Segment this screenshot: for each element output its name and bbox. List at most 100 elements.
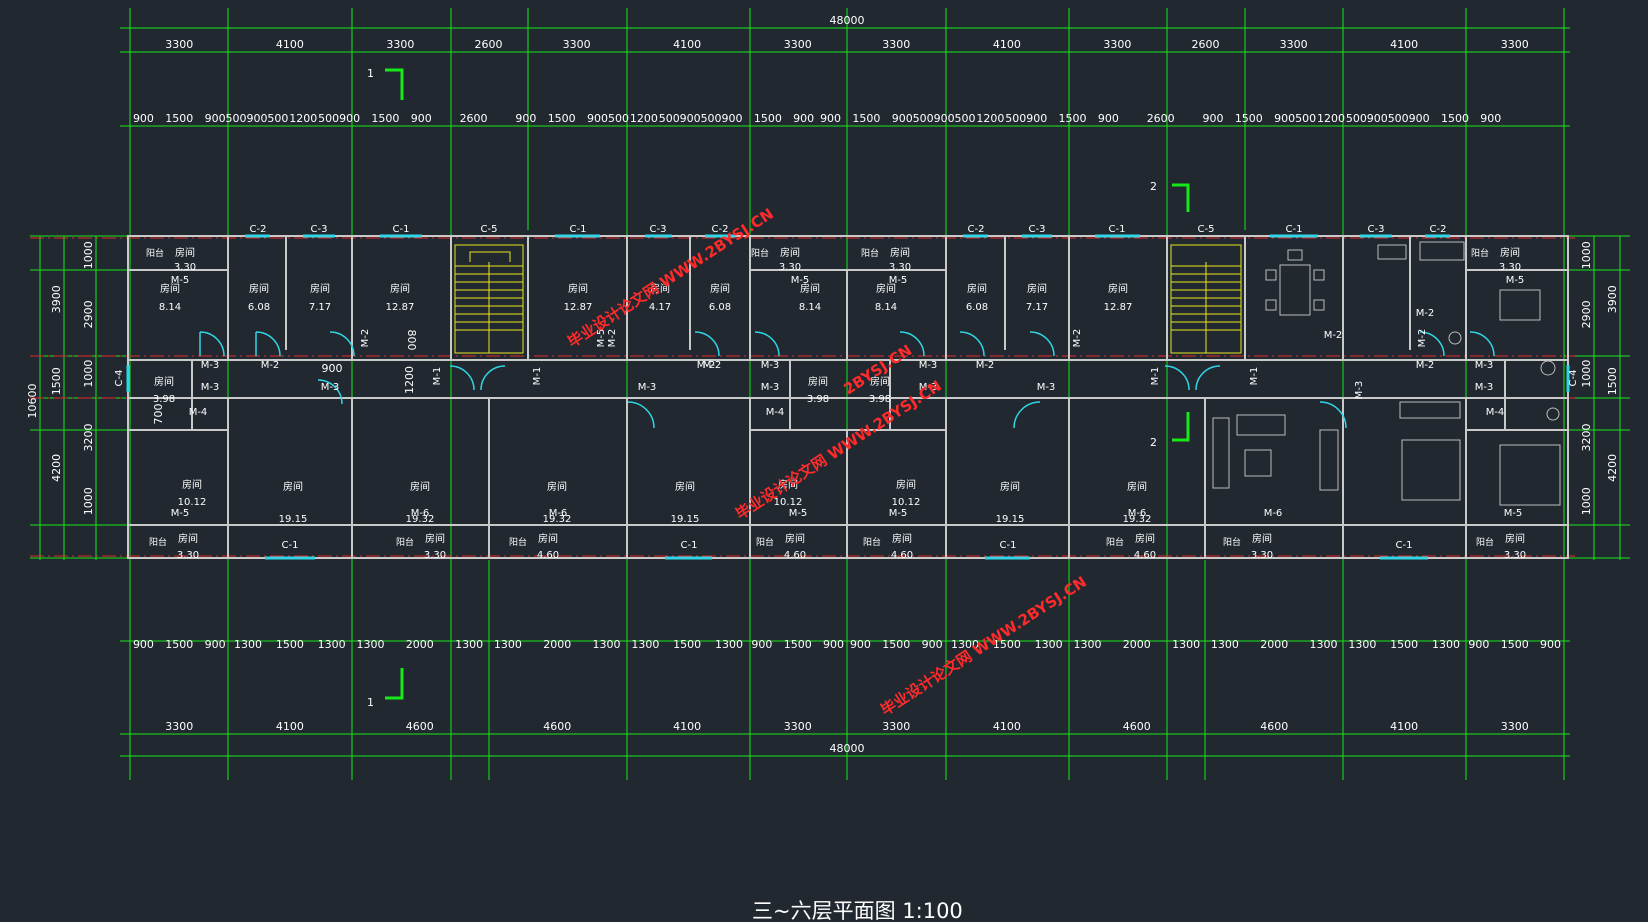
room-area: 6.08 [248,302,270,313]
drawing-caption: 三~六层平面图 1:100 [752,899,963,922]
door-label: M-6 [1264,508,1283,519]
bottom-detail-dim: 1300 [1073,638,1101,651]
door-label: M-3 [761,360,780,371]
room-name: 房间 [967,282,987,295]
top-detail-dim: 900 [515,112,536,125]
room-name: 房间 [175,246,195,259]
room-area: 3.30 [174,262,196,273]
room-name: 房间 [249,282,269,295]
top-detail-dim: 900 [1026,112,1047,125]
door-label: M-2 [607,329,618,348]
top-detail-dim: 500 [659,112,680,125]
top-detail-dim: 500 [267,112,288,125]
watermark-cn-2: 毕业设计论文网 [732,451,830,523]
watermark-en-3: WWW.2BYSJ.CN [970,573,1090,660]
left-detail-dim: 1000 [82,241,95,269]
room-name: 房间 [675,480,695,493]
door-swings [199,331,1495,429]
right-axis-dim: 4200 [1606,454,1619,482]
bottom-detail-dim: 1500 [882,638,910,651]
room-area: 19.32 [1123,514,1152,525]
top-detail-dim: 500 [701,112,722,125]
section-mark-label: 2 [1150,436,1157,449]
door-label: M-6 [1128,508,1147,519]
top-detail-dim: 900 [1409,112,1430,125]
room-area: 8.14 [159,302,181,313]
bottom-axis-dim: 3300 [784,720,812,733]
bottom-detail-dim: 1300 [455,638,483,651]
bottom-axis-dim: 4600 [543,720,571,733]
bottom-detail-dim: 1300 [1310,638,1338,651]
top-detail-dim: 900 [820,112,841,125]
room-area: 7.17 [1026,302,1048,313]
right-detail-dim: 3200 [1580,423,1593,451]
door-label: M-5 [1506,275,1525,286]
room-area: 19.32 [406,514,435,525]
window-label: C-1 [1000,540,1017,551]
top-axis-dim: 3300 [1501,38,1529,51]
bottom-detail-dim: 1500 [1390,638,1418,651]
watermark-en-2: WWW.2BYSJ.CN [825,377,945,464]
door-label: M-3 [321,382,340,393]
window-label: C-4 [1568,370,1579,387]
window-label: C-2 [712,224,729,235]
door-label: M-3 [1475,382,1494,393]
top-detail-dim: 900 [934,112,955,125]
door-label: M-6 [411,508,430,519]
right-axis-dim: 3900 [1606,285,1619,313]
bottom-detail-dim: 900 [922,638,943,651]
door-label: M-3 [761,382,780,393]
room-area: 7.17 [309,302,331,313]
right-detail-dim: 2900 [1580,300,1593,328]
room-area: 4.60 [784,550,806,561]
windows [126,234,1570,560]
balcony-name: 阳台 [146,247,164,259]
bottom-detail-dim: 1500 [1501,638,1529,651]
top-detail-dim: 1500 [1441,112,1469,125]
window-label: C-2 [250,224,267,235]
top-detail-dim: 500 [318,112,339,125]
left-detail-dim: 1000 [82,360,95,388]
watermark-domain-4: 2BYSJ.CN [840,341,915,398]
top-detail-dim: 900 [339,112,360,125]
door-label: M-2 [1072,329,1083,348]
room-name: 房间 [310,282,330,295]
room-name: 房间 [710,282,730,295]
door-label: M-1 [432,367,443,386]
room-name: 房间 [800,282,820,295]
bottom-detail-dim: 1300 [631,638,659,651]
balcony-name: 阳台 [149,536,167,548]
window-label: C-1 [282,540,299,551]
bottom-axis-dim: 4100 [673,720,701,733]
bottom-detail-dim: 1500 [276,638,304,651]
room-name: 房间 [1135,532,1155,545]
room-area: 8.14 [799,302,821,313]
top-detail-dim: 500 [955,112,976,125]
room-name: 房间 [650,282,670,295]
room-area: 3.30 [177,550,199,561]
bottom-axis-dim: 3300 [1501,720,1529,733]
bottom-axis-dim: 4600 [1123,720,1151,733]
top-detail-dim: 500 [1005,112,1026,125]
room-area: 3.30 [424,550,446,561]
top-detail-dim: 1500 [548,112,576,125]
door-label: M-2 [360,329,371,348]
window-label: C-1 [1109,224,1126,235]
bottom-total-dim: 48000 [830,742,865,755]
top-detail-dim: 1200 [976,112,1004,125]
room-name: 房间 [890,246,910,259]
room-name: 房间 [160,282,180,295]
top-detail-dim: 2600 [1147,112,1175,125]
staircase-left [454,244,524,354]
room-area: 3.30 [1251,550,1273,561]
room-area: 3.30 [889,262,911,273]
misc-dim: 800 [405,330,418,351]
top-axis-dim: 4100 [673,38,701,51]
top-axis-dim: 3300 [165,38,193,51]
balcony-name: 阳台 [751,247,769,259]
room-area: 3.98 [807,394,829,405]
door-label: M-3 [638,382,657,393]
